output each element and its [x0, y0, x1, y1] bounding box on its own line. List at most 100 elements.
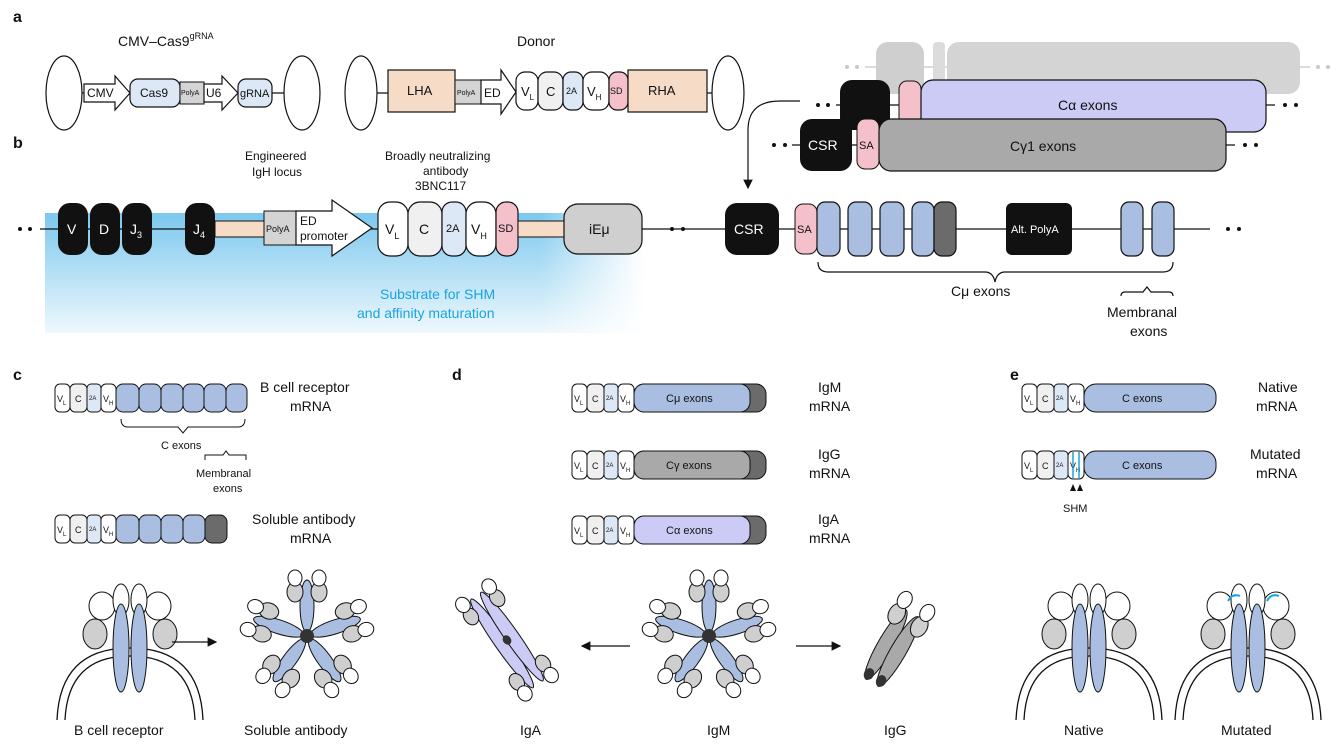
- memb-exon-1: [1120, 201, 1144, 257]
- bcr-mrna-label-2: mRNA: [290, 398, 332, 414]
- bcr-mrna-label-1: B cell receptor: [260, 379, 350, 395]
- donor-ed-label: ED: [484, 86, 501, 100]
- eng-label-2: IgH locus: [252, 165, 302, 179]
- igm-mrna-label-2: mRNA: [809, 398, 851, 414]
- svg-text:H: H: [109, 401, 113, 407]
- caption-igm: IgM: [707, 722, 730, 738]
- alt-polya-box: [1006, 203, 1072, 255]
- csr-gamma-label: CSR: [808, 137, 838, 153]
- svg-text:V: V: [103, 394, 109, 404]
- caption-bcr: B cell receptor: [74, 722, 164, 738]
- svg-text:L: L: [1030, 401, 1034, 407]
- donor-polya-label: PolyA: [457, 90, 476, 97]
- bcr-antibody: [82, 583, 178, 693]
- panel-label-d: d: [452, 367, 462, 384]
- svg-text:V: V: [57, 525, 63, 535]
- csr-mu-label: CSR: [734, 221, 764, 237]
- donor-plasmid: Donor LHA PolyA ED VL C 2A VH SD RHA: [344, 33, 745, 131]
- iga-mrna-label-2: mRNA: [809, 530, 851, 546]
- svg-text:VL: VL: [385, 221, 399, 241]
- cas9-plasmid: CMV–Cas9gRNA CMV Cas9 PolyA U6 gRNA: [45, 31, 321, 131]
- d-calpha-label: Cα exons: [666, 525, 713, 537]
- svg-text:2A: 2A: [606, 528, 613, 534]
- cmu-exon-2: [847, 201, 873, 257]
- d-gene-label: D: [99, 221, 109, 237]
- j4-sub: 4: [200, 230, 205, 240]
- cmu-exon-1: [816, 201, 841, 257]
- svg-text:C: C: [75, 525, 82, 535]
- v-gene: [58, 203, 88, 255]
- svg-text:C: C: [592, 526, 599, 536]
- v-gene-label: V: [67, 221, 77, 237]
- u6-promoter: [203, 74, 239, 112]
- locus-2a-label: 2A: [446, 223, 460, 235]
- iga-mrna-label-1: IgA: [818, 511, 840, 527]
- svg-text:2A: 2A: [1056, 463, 1063, 469]
- j3-sub: 3: [137, 230, 142, 240]
- caption-native: Native: [1064, 722, 1104, 738]
- lha-label: LHA: [407, 83, 433, 98]
- rha-box: [627, 69, 708, 113]
- memb-label-2: exons: [213, 483, 243, 495]
- cmu-brace: [817, 261, 1174, 283]
- svg-text:L: L: [580, 401, 584, 407]
- svg-text:2A: 2A: [89, 396, 96, 402]
- svg-text:2A: 2A: [606, 396, 613, 402]
- donor-sd-label: SD: [610, 86, 623, 96]
- membranal-label-1: Membranal: [1107, 304, 1177, 320]
- panel-label-b: b: [13, 135, 23, 152]
- locus-vl-label: V: [385, 221, 395, 237]
- svg-text:H: H: [626, 533, 630, 539]
- sol-mrna-label-2: mRNA: [290, 530, 332, 546]
- svg-text:V: V: [620, 526, 626, 536]
- svg-text:C: C: [592, 394, 599, 404]
- igh-locus: Substrate for SHM and affinity maturatio…: [18, 149, 715, 333]
- donor-title: Donor: [517, 33, 555, 49]
- e-native-cexons: C exons: [1122, 393, 1163, 405]
- svg-text:V: V: [57, 394, 63, 404]
- native-mrna-label-1: Native: [1258, 379, 1298, 395]
- cmu-exons-label: Cμ exons: [951, 283, 1010, 299]
- svg-text:V: V: [574, 394, 580, 404]
- svg-text:H: H: [626, 401, 630, 407]
- shm-label-2: and affinity maturation: [357, 305, 495, 321]
- svg-text:V: V: [1024, 394, 1030, 404]
- csr-mu: [725, 203, 779, 255]
- j3-gene: [122, 203, 152, 255]
- memb-exon-2: [1151, 201, 1175, 257]
- cmu-exon-3: [879, 201, 905, 257]
- svg-text:V: V: [620, 461, 626, 471]
- sa-mu-label: SA: [797, 224, 812, 236]
- locus-c-label: C: [419, 221, 429, 237]
- d-cmu-label: Cμ exons: [666, 393, 713, 405]
- grna-label: gRNA: [240, 88, 270, 100]
- c-exons-label: C exons: [161, 440, 202, 452]
- svg-text:C: C: [592, 461, 599, 471]
- u6-label: U6: [206, 86, 222, 100]
- cgamma-exons-label: Cγ1 exons: [1010, 138, 1076, 154]
- caption-igg: IgG: [884, 722, 907, 738]
- d-gene: [90, 203, 120, 255]
- locus-ed-promoter: [295, 198, 374, 258]
- iemu-box: [563, 203, 643, 255]
- svg-text:V: V: [620, 394, 626, 404]
- svg-text:H: H: [626, 468, 630, 474]
- svg-text:J4: J4: [193, 221, 205, 240]
- svg-text:2A: 2A: [1056, 396, 1063, 402]
- locus-polya: [263, 210, 297, 246]
- alt-polya-label: Alt. PolyA: [1011, 224, 1059, 236]
- svg-text:C: C: [1042, 461, 1049, 471]
- bn-label-2: antibody: [423, 164, 468, 178]
- locus-lha: [214, 220, 266, 238]
- panel-e-mrna: VL C 2A VH C exons Native mRNA VL C 2A V…: [1021, 379, 1301, 515]
- donor-c-label: C: [546, 84, 555, 99]
- svg-text:2A: 2A: [606, 463, 613, 469]
- memb-label-1: Membranal: [196, 468, 251, 480]
- membranal-label-2: exons: [1130, 323, 1167, 339]
- cas9-plasmid-title-sup: gRNA: [190, 31, 214, 41]
- calpha-exons-label: Cα exons: [1058, 97, 1117, 113]
- donor-vh-label: V: [587, 84, 596, 99]
- iemu-label: iEμ: [589, 221, 610, 237]
